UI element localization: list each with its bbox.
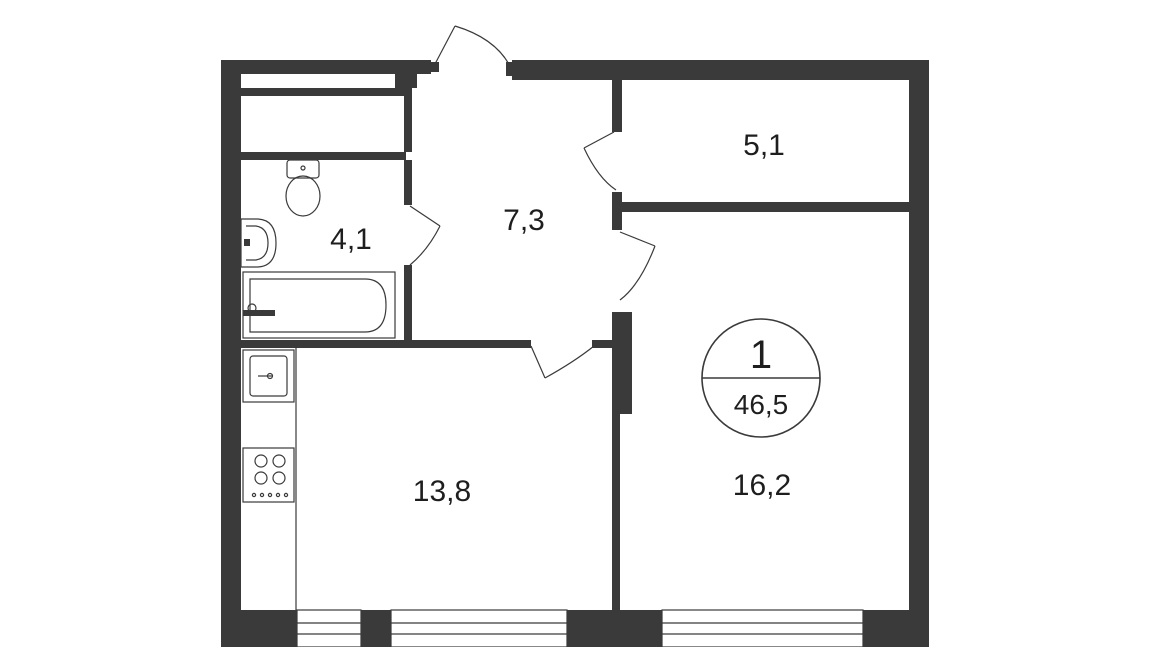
room-area-storage: 5,1 (743, 129, 785, 162)
room-area-hall: 7,3 (503, 204, 545, 237)
rooms-count: 1 (750, 333, 772, 377)
toilet (285, 159, 321, 217)
room-area-bathroom: 4,1 (330, 223, 372, 256)
outer-walls (221, 60, 929, 647)
room-area-living: 16,2 (733, 469, 791, 502)
kitchen-fixtures (242, 348, 297, 610)
room-area-kitchen: 13,8 (413, 475, 471, 508)
windows (296, 609, 864, 647)
doors (409, 25, 656, 379)
total-area: 46,5 (734, 389, 789, 420)
bathtub (242, 271, 396, 339)
room-labels: 5,1 7,3 4,1 13,8 16,2 (330, 129, 791, 508)
stove (242, 447, 295, 503)
apartment-badge: 1 46,5 (701, 318, 821, 438)
kitchen-sink (242, 349, 295, 403)
interior-walls (241, 80, 909, 610)
bathroom-sink (240, 218, 277, 268)
bathroom-fixtures (240, 159, 396, 339)
